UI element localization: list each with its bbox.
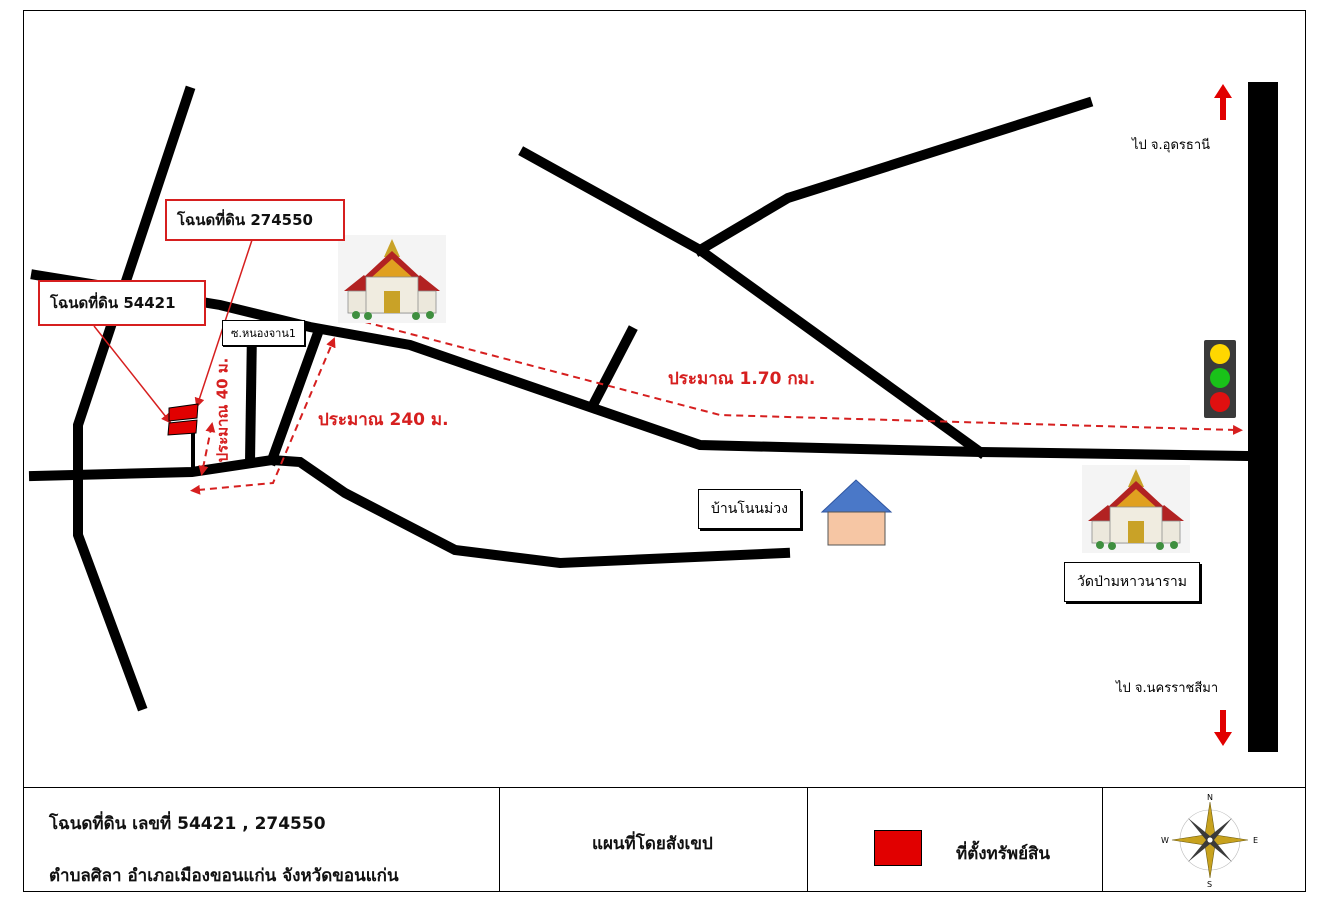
legend-cell-address: โฉนดที่ดิน เลขที่ 54421 , 274550 ตำบลศิล…	[23, 788, 500, 891]
leader-line-54421	[93, 325, 172, 424]
temple-icon	[1082, 465, 1190, 553]
compass-w: W	[1161, 836, 1169, 845]
arrow-up-icon	[1214, 84, 1232, 120]
road-branch-short	[585, 325, 638, 414]
compass-s: S	[1207, 880, 1212, 889]
legend-bar: โฉนดที่ดิน เลขที่ 54421 , 274550 ตำบลศิล…	[23, 787, 1306, 892]
traffic-light-icon	[1204, 340, 1236, 418]
distance-40m: ประมาณ 40 ม.	[213, 357, 232, 463]
compass-rose-icon: N S E W	[1161, 793, 1258, 889]
callout-deed-274550: โฉนดที่ดิน 274550	[165, 199, 345, 241]
route-1-7km	[340, 313, 1243, 435]
road-connector	[265, 323, 326, 467]
legend-cell-key: ที่ตั้งทรัพย์สิน	[808, 788, 1103, 891]
route-40m	[198, 422, 216, 476]
direction-south-label: ไป จ.นครราชสีมา	[1116, 681, 1219, 696]
main-highway	[1248, 82, 1278, 752]
arrow-down-icon	[1214, 710, 1232, 746]
compass-e: E	[1253, 836, 1258, 845]
road-bottom-left	[28, 454, 791, 569]
compass-n: N	[1207, 793, 1213, 802]
map-frame	[23, 10, 1306, 892]
distance-240m: ประมาณ 240 ม.	[318, 410, 449, 430]
legend-property-label: ที่ตั้งทรัพย์สิน	[956, 844, 1051, 864]
legend-cell-title: แผนที่โดยสังเขป	[500, 788, 808, 891]
legend-deed-line: โฉนดที่ดิน เลขที่ 54421 , 274550	[49, 814, 326, 834]
road-soi-nongchan	[244, 324, 258, 468]
road-west-highway	[73, 85, 196, 712]
temple-icon	[338, 235, 446, 323]
route-240m	[190, 337, 336, 495]
direction-north-label: ไป จ.อุดรธานี	[1132, 138, 1211, 153]
legend-location-line: ตำบลศิลา อำเภอเมืองขอนแก่น จังหวัดขอนแก่…	[49, 866, 399, 886]
route-lines	[190, 313, 1243, 495]
legend-property-swatch	[874, 830, 922, 866]
soi-label: ซ.หนองจาน1	[222, 320, 305, 346]
house-icon	[820, 479, 893, 546]
legend-cell-compass: N S E W	[1103, 788, 1304, 891]
road-branch-northeast	[693, 96, 1094, 257]
distance-1-70km: ประมาณ 1.70 กม.	[668, 369, 816, 389]
temple-label: วัดป่ามหาวนาราม	[1064, 562, 1200, 602]
village-label: บ้านโนนม่วง	[698, 489, 801, 529]
property-parcel	[167, 403, 199, 436]
legend-map-title: แผนที่โดยสังเขป	[592, 834, 713, 854]
callout-deed-54421: โฉนดที่ดิน 54421	[38, 280, 206, 326]
